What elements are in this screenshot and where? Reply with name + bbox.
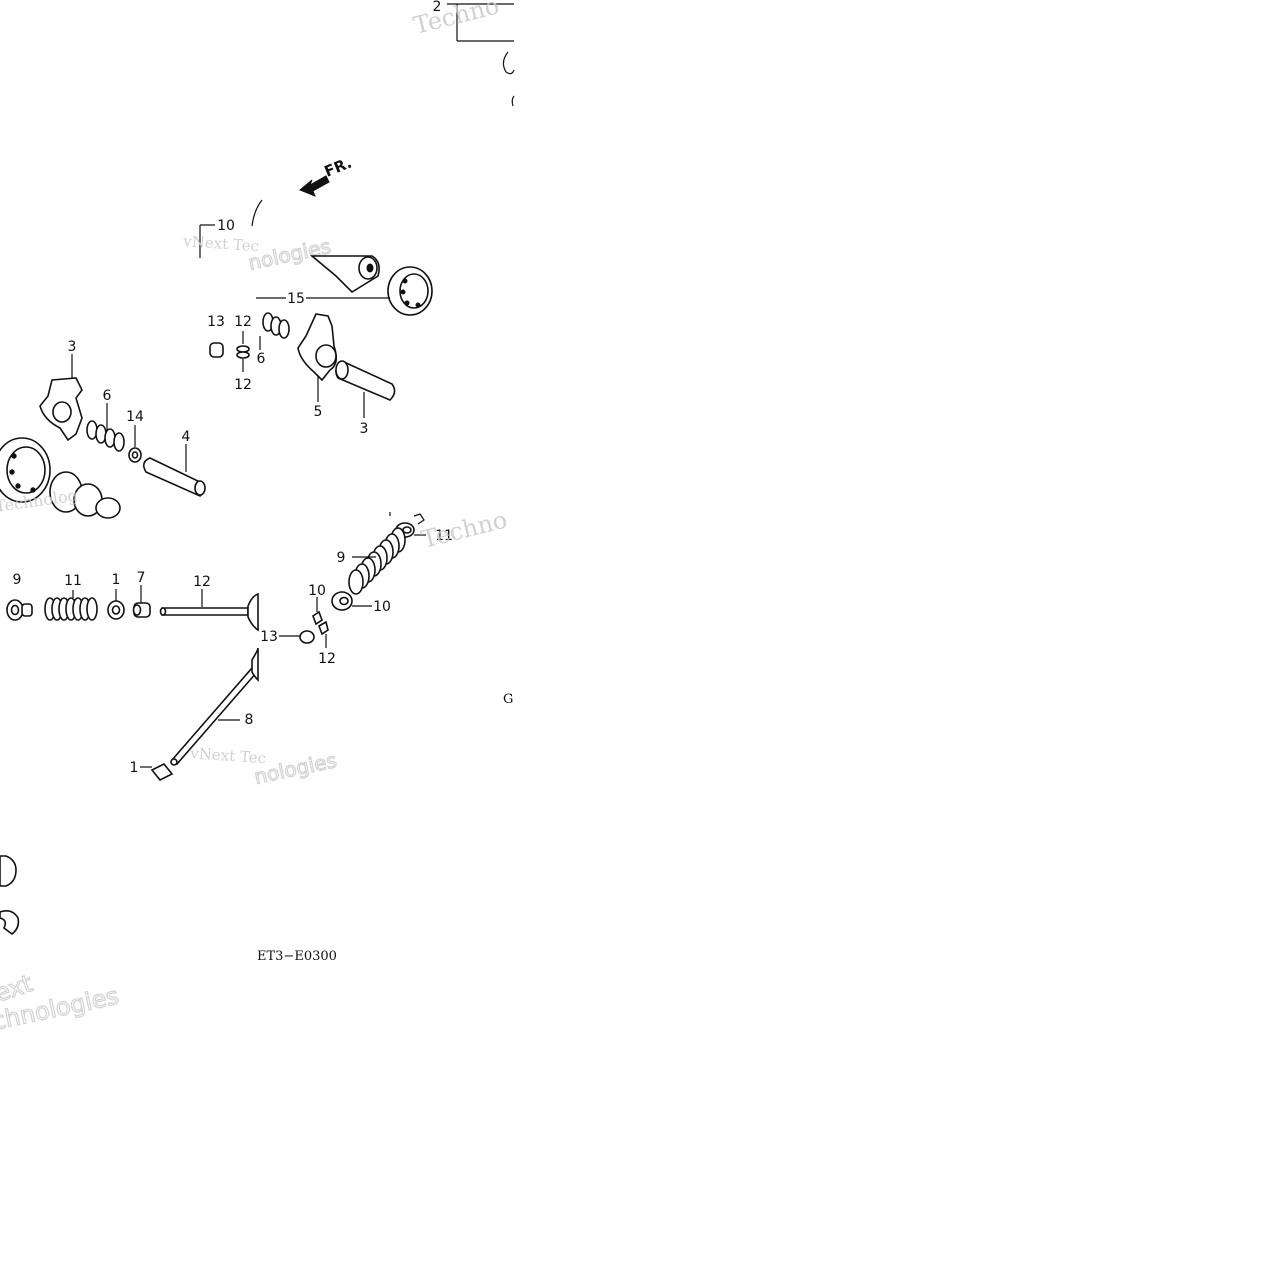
- cam-lobe: [95, 497, 121, 519]
- upper-left-fragment: 10 vNext Tec nologies: [182, 199, 333, 275]
- watermark-text: vNext Tec: [182, 232, 260, 255]
- callout-13-lower: 13: [260, 629, 278, 645]
- bearing-large-race: [6, 446, 46, 494]
- valve-8-tip: [170, 758, 178, 766]
- rocker-arm-left: 3 6 14 4 Technolog: [0, 339, 206, 519]
- callout-9-right: 9: [337, 550, 346, 566]
- spring-seat-10-left-stem: [21, 603, 33, 617]
- callout-11-right: 11: [435, 528, 453, 544]
- callout-6-right: 6: [257, 351, 266, 367]
- callout-14: 14: [126, 409, 144, 425]
- stem-seal-1-end: [132, 604, 142, 616]
- bearing-15-ball: [415, 302, 421, 308]
- callout-12-top: 12: [234, 314, 252, 330]
- cap-13-lower: [299, 630, 315, 644]
- callout-3-left: 3: [68, 339, 77, 355]
- callout-10-left: 9: [13, 572, 22, 588]
- callout-13-top: 13: [207, 314, 225, 330]
- rocker-shaft-4-end: [194, 480, 206, 496]
- bearing-large-ball: [11, 453, 17, 459]
- bearing-large-ball: [15, 483, 21, 489]
- spring-6: [278, 319, 290, 339]
- watermark-text: vNext Tec: [189, 744, 267, 767]
- cylinder-fragment: [0, 855, 17, 887]
- front-direction-arrow: FR.: [299, 154, 355, 197]
- callout-5: 3: [360, 421, 369, 437]
- callout-1-lower: 1: [130, 760, 139, 776]
- bearing-large-ball: [9, 469, 15, 475]
- callout-12-lower-top: 10: [308, 583, 326, 599]
- callout-12-lower-bottom: 12: [318, 651, 336, 667]
- direction-label: FR.: [322, 154, 355, 181]
- rocker-arm-3-left-bore: [52, 401, 72, 423]
- diagram-code: ET3−E0300: [257, 949, 337, 964]
- callout-1-top: 7: [137, 570, 146, 586]
- rocker-arm-3-bore: [315, 344, 337, 368]
- cotter-group-upper: 13 12 12: [207, 314, 252, 393]
- lower-left-fragment: ext chnologies: [0, 855, 122, 1036]
- bearing-15-ball: [402, 278, 408, 284]
- housing-hole-inner: [366, 263, 374, 273]
- valve-spring-right: 11 9 10 Techno: [331, 506, 510, 615]
- retainer-11-left-inner: [111, 605, 121, 615]
- top-fragment: 2 Techno: [411, 0, 515, 107]
- cotter-group-lower: 10 12 13: [260, 583, 336, 667]
- washer-14-hole: [131, 451, 139, 459]
- callout-6-left: 6: [103, 388, 112, 404]
- cotter-12-lower: [318, 620, 329, 636]
- partial-code: G: [503, 692, 513, 707]
- callout-10-top: 10: [217, 218, 235, 234]
- callout-3-right: 5: [314, 404, 323, 420]
- rocker-arm-right: 15 6 5 3: [256, 255, 433, 437]
- valve-7-tip: [159, 607, 167, 616]
- retainer-11-inner: [402, 526, 412, 534]
- valve-spring-9-left: [44, 597, 98, 621]
- callout-2: 2: [433, 0, 442, 15]
- spring-6-left: [113, 432, 125, 452]
- callout-15: 15: [287, 291, 305, 307]
- rocker-fragment: [0, 910, 20, 936]
- valve-7-head: [247, 592, 259, 632]
- valve-8-head: [251, 647, 259, 682]
- cotter-12: [236, 351, 250, 359]
- watermark-text: Techno: [411, 0, 502, 40]
- callout-9-left: 11: [64, 573, 82, 589]
- cotter-12: [236, 345, 250, 353]
- bearing-15-ball: [404, 300, 410, 306]
- cotter-12-lower: [312, 610, 323, 626]
- valve-assembly-left: 9 11 1 7 12: [6, 570, 259, 632]
- callout-8: 8: [245, 712, 254, 728]
- bearing-large-ball: [30, 487, 36, 493]
- callout-12-mid: 12: [234, 377, 252, 393]
- callout-4: 4: [182, 429, 191, 445]
- stem-seal-1-lower: [150, 762, 174, 782]
- watermark-text: Techno: [419, 506, 510, 554]
- rocker-shaft-5-end: [335, 360, 349, 380]
- callout-11-left: 1: [112, 572, 121, 588]
- cap-13: [209, 342, 224, 358]
- arrow-icon: [299, 175, 330, 197]
- valve-8-group: 8 1 vNext Tec nologies: [130, 647, 339, 789]
- valve-spring-9: [348, 527, 406, 595]
- spring-seat-10-inner: [339, 596, 349, 606]
- callout-10-right: 10: [373, 599, 391, 615]
- callout-7: 12: [193, 574, 211, 590]
- spring-seat-10-left-inner: [10, 604, 20, 616]
- valve-7: [161, 607, 249, 616]
- bearing-15-ball: [400, 289, 406, 295]
